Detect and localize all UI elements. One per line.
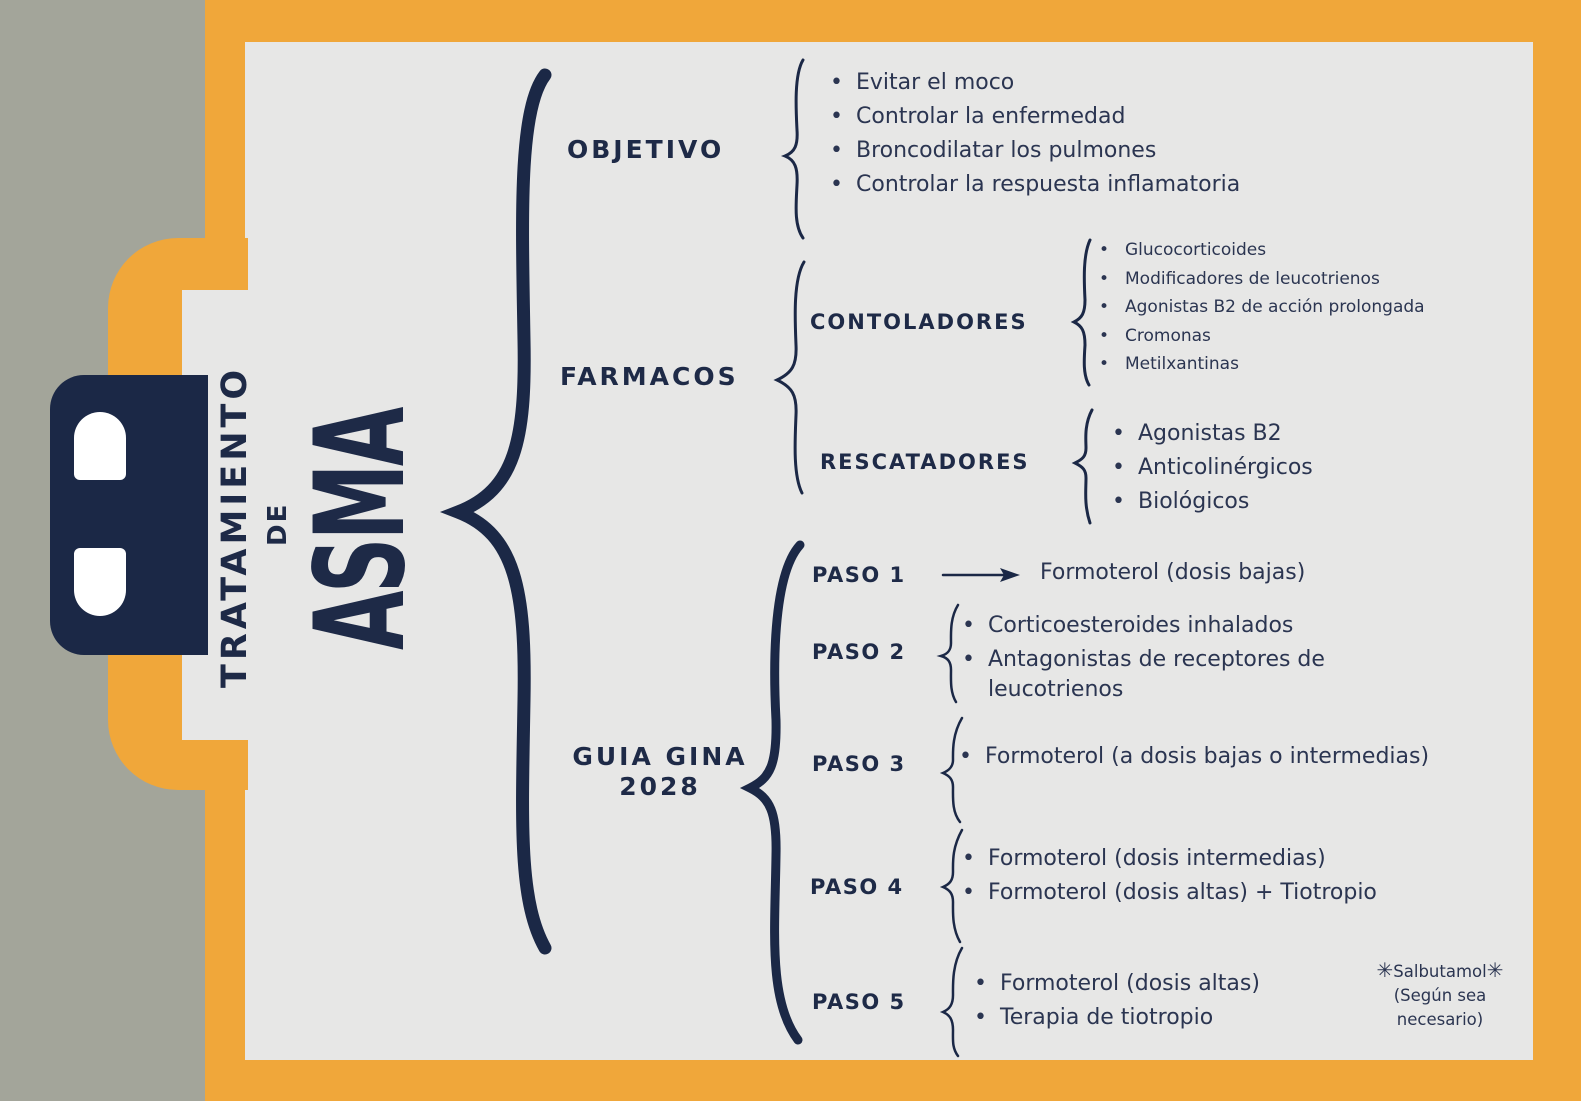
- controladores-item: Cromonas: [1097, 322, 1425, 351]
- paso3-item: Formoterol (a dosis bajas o intermedias): [957, 740, 1429, 774]
- rescatadores-item: Biológicos: [1110, 485, 1313, 519]
- objetivo-item: Controlar la respuesta inflamatoria: [828, 168, 1240, 202]
- paso2-label: PASO 2: [812, 640, 906, 664]
- salbutamol-sub1: (Según sea: [1393, 986, 1487, 1005]
- paso2-brace: [936, 603, 960, 704]
- paso5-brace: [939, 946, 964, 1058]
- paso2-list: Corticoesteroides inhalados Antagonistas…: [960, 609, 1325, 677]
- paso2-item: Corticoesteroides inhalados: [960, 609, 1325, 643]
- pill-badge: [50, 375, 208, 655]
- paso3-list: Formoterol (a dosis bajas o intermedias): [957, 740, 1429, 774]
- controladores-item: Metilxantinas: [1097, 350, 1425, 379]
- paso2-item: Antagonistas de receptores de: [960, 643, 1325, 677]
- paso4-brace: [939, 828, 964, 944]
- pill-icon-bottom: [74, 548, 126, 616]
- gina-label-line1: GUIA GINA: [572, 742, 748, 771]
- salbutamol-note: ✳Salbutamol✳ (Según sea necesario): [1345, 958, 1535, 1032]
- controladores-item: Glucocorticoides: [1097, 236, 1425, 265]
- asterisk-icon: ✳: [1486, 958, 1504, 982]
- paso4-item: Formoterol (dosis altas) + Tiotropio: [960, 876, 1377, 910]
- objetivo-label: OBJETIVO: [567, 135, 725, 164]
- paso5-item: Terapia de tiotropio: [972, 1001, 1260, 1035]
- controladores-item: Agonistas B2 de acción prolongada: [1097, 293, 1425, 322]
- farmacos-label: FARMACOS: [560, 362, 739, 391]
- paso1-item: Formoterol (dosis bajas): [1040, 560, 1306, 585]
- paso5-item: Formoterol (dosis altas): [972, 967, 1260, 1001]
- controladores-label: CONTOLADORES: [810, 310, 1028, 334]
- paso1-label: PASO 1: [812, 563, 906, 587]
- rescatadores-brace: [1071, 408, 1094, 525]
- paso4-list: Formoterol (dosis intermedias) Formotero…: [960, 842, 1377, 910]
- asterisk-icon: ✳: [1376, 958, 1394, 982]
- gina-label-line2: 2028: [619, 772, 701, 801]
- controladores-list: Glucocorticoides Modificadores de leucot…: [1097, 236, 1425, 379]
- paso1-arrow-head: [1000, 568, 1020, 582]
- salbutamol-text: Salbutamol: [1393, 962, 1487, 981]
- pill-icon-top: [74, 412, 126, 480]
- paso3-label: PASO 3: [812, 752, 906, 776]
- rescatadores-label: RESCATADORES: [820, 450, 1030, 474]
- controladores-brace: [1070, 238, 1092, 387]
- salbutamol-line: ✳Salbutamol✳: [1345, 958, 1535, 984]
- rescatadores-item: Agonistas B2: [1110, 417, 1313, 451]
- objetivo-list: Evitar el moco Controlar la enfermedad B…: [828, 66, 1240, 202]
- objetivo-brace: [780, 58, 805, 240]
- objetivo-item: Broncodilatar los pulmones: [828, 134, 1240, 168]
- gina-label: GUIA GINA 2028: [560, 742, 760, 802]
- salbutamol-sub2: necesario): [1396, 1010, 1484, 1029]
- farmacos-brace: [773, 260, 806, 495]
- paso4-label: PASO 4: [810, 875, 904, 899]
- paso3-brace: [939, 716, 964, 824]
- main-brace: [439, 68, 552, 955]
- controladores-item: Modificadores de leucotrienos: [1097, 265, 1425, 294]
- rescatadores-list: Agonistas B2 Anticolinérgicos Biológicos: [1110, 417, 1313, 519]
- objetivo-item: Evitar el moco: [828, 66, 1240, 100]
- rescatadores-item: Anticolinérgicos: [1110, 451, 1313, 485]
- paso5-label: PASO 5: [812, 990, 906, 1014]
- paso5-list: Formoterol (dosis altas) Terapia de tiot…: [972, 967, 1260, 1035]
- paso4-item: Formoterol (dosis intermedias): [960, 842, 1377, 876]
- objetivo-item: Controlar la enfermedad: [828, 100, 1240, 134]
- paso2-item-continued: leucotrienos: [988, 677, 1124, 702]
- gina-brace: [739, 540, 805, 1045]
